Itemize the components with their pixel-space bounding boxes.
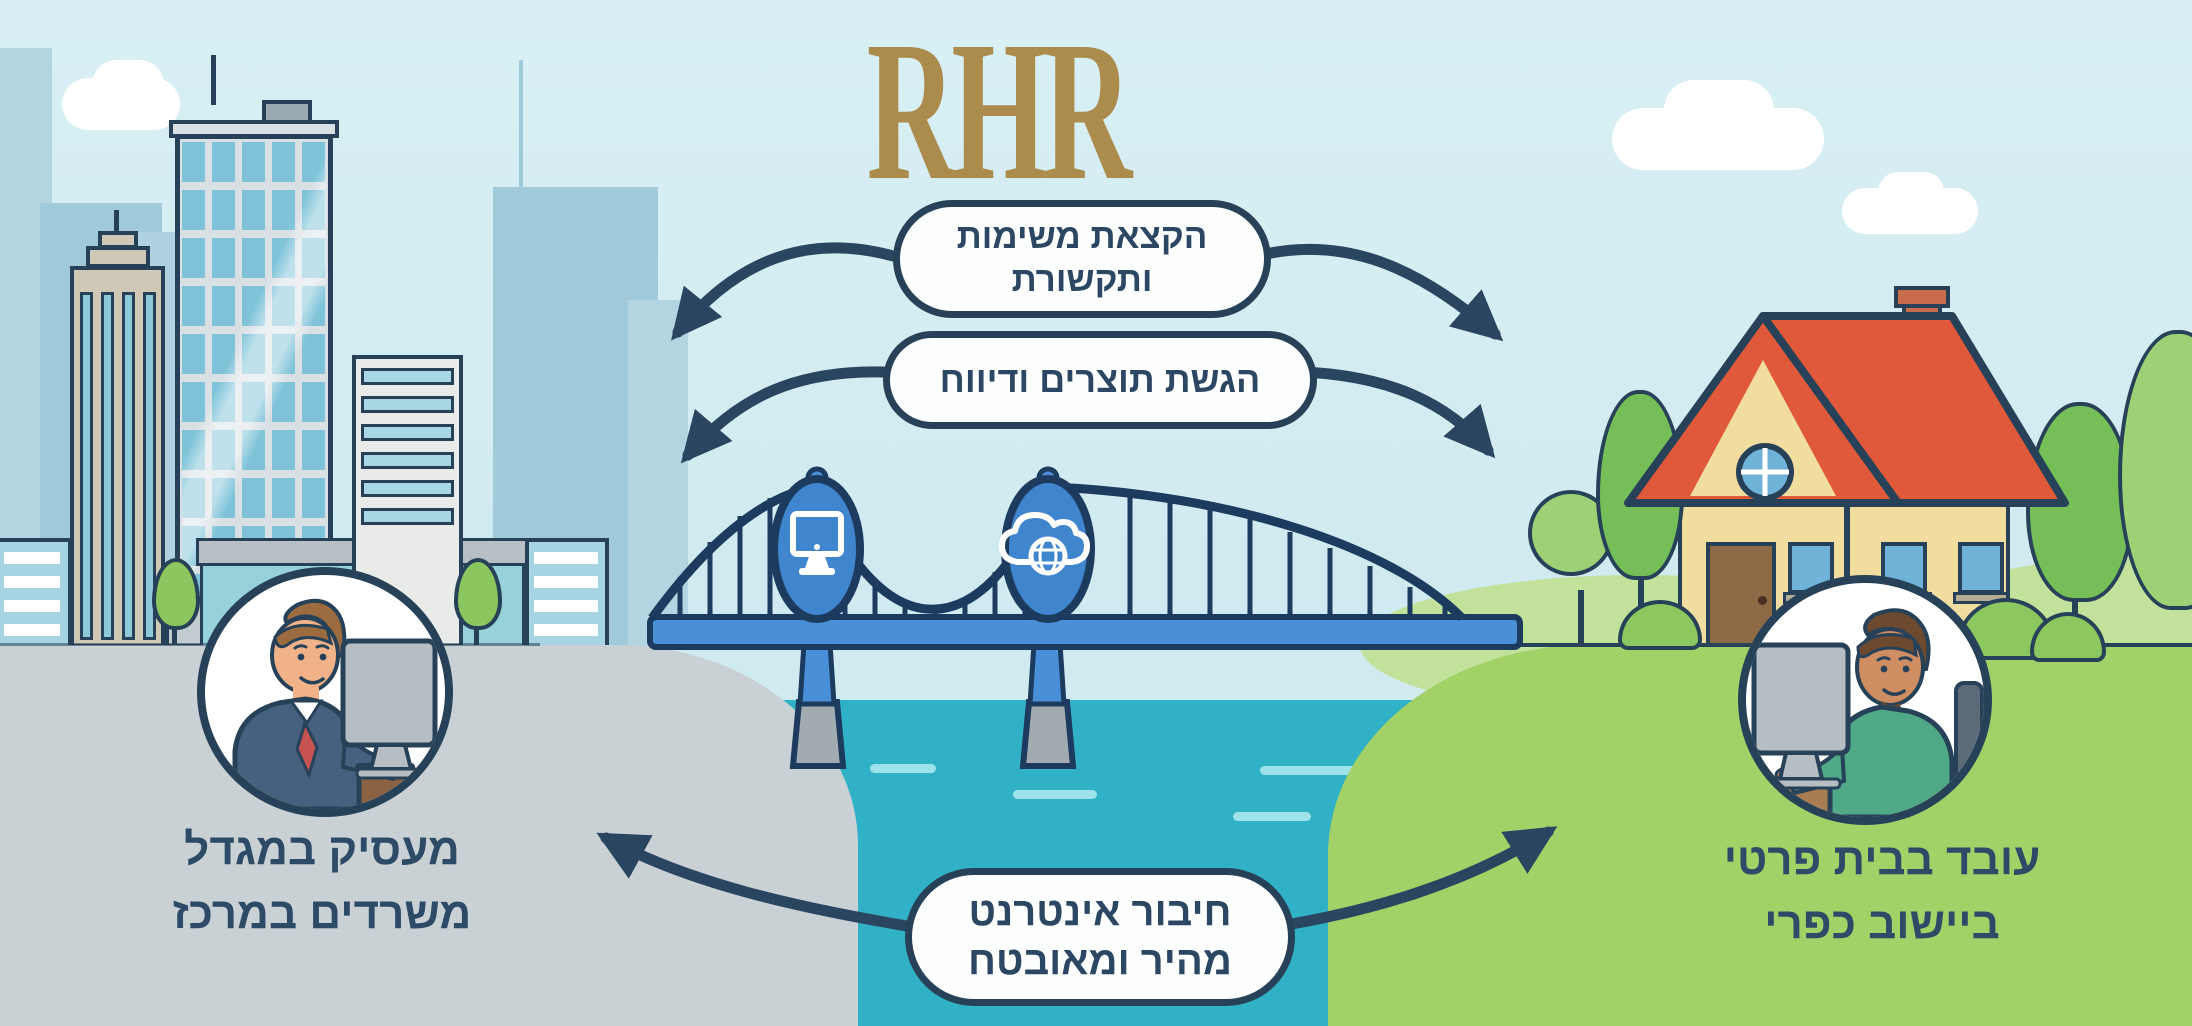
window-band: [361, 368, 454, 385]
water-highlight: [1013, 790, 1097, 799]
pill-deliverables-text: הגשת תוצרים ודיווח: [939, 359, 1261, 401]
window-strip: [143, 292, 156, 640]
pill-internet-connection: חיבור אינטרנט מהיר ומאובטח: [905, 868, 1295, 1006]
city-tree-trunk: [172, 620, 177, 648]
skyline-antenna: [519, 60, 523, 190]
bridge-deck: [647, 614, 1523, 650]
pill-internet-line1: חיבור אינטרנט: [968, 890, 1232, 935]
office-tower-glass: [182, 142, 326, 594]
arrow-deliverables-to-worker: [1297, 366, 1496, 459]
window-band: [534, 624, 598, 636]
worker-label-line2: ביישוב כפרי: [1764, 898, 2000, 948]
tree-trunk: [1578, 590, 1584, 648]
rhr-logo: RHR: [867, 12, 1133, 212]
employer-label-line1: מעסיק במגדל: [184, 825, 460, 874]
bridge-cable: [1051, 482, 1466, 622]
arrow-deliverables-to-employer: [680, 366, 889, 464]
arrow-tasks-to-worker: [1251, 243, 1504, 342]
window-band: [361, 480, 454, 497]
water-highlight: [1233, 812, 1311, 821]
window-band: [4, 576, 60, 588]
cloud: [1878, 172, 1944, 212]
window-band: [4, 600, 60, 612]
window-band: [4, 624, 60, 636]
pill-task-allocation: הקצאת משימות ותקשורת: [893, 200, 1271, 318]
pill-deliverables: הגשת תוצרים ודיווח: [883, 331, 1317, 429]
office-tower-antenna: [211, 55, 216, 105]
employer-label: מעסיק במגדל משרדים במרכז: [112, 818, 532, 946]
city-tree: [152, 558, 200, 630]
pill-internet-line2: מהיר ומאובטח: [968, 939, 1232, 983]
window-band: [534, 552, 598, 564]
window-band: [4, 552, 60, 564]
water-highlight: [1260, 766, 1364, 775]
window-band: [534, 576, 598, 588]
window-band: [361, 424, 454, 441]
arrow-tasks-to-employer: [671, 242, 899, 341]
worker-label-line1: עובד בבית פרטי: [1723, 835, 2041, 884]
pill-task-allocation-line1: הקצאת משימות: [956, 217, 1208, 257]
window-strip: [101, 292, 114, 640]
window-band: [361, 396, 454, 413]
employer-avatar: [197, 567, 453, 817]
city-tree: [454, 558, 502, 630]
city-tree-trunk: [474, 620, 479, 648]
window-band: [361, 508, 454, 525]
cloud-globe-icon: [999, 512, 1090, 576]
worker-label: עובד בבית פרטי ביישוב כפרי: [1672, 828, 2092, 956]
cloud: [1664, 80, 1774, 140]
window-band: [361, 452, 454, 469]
employer-label-line2: משרדים במרכז: [172, 888, 472, 938]
monitor-icon: [790, 511, 844, 575]
house-roof: [1624, 312, 2069, 507]
window-band: [534, 600, 598, 612]
window-strip: [122, 292, 135, 640]
beige-building-antenna: [114, 210, 119, 234]
arrow-internet-to-worker: [1274, 826, 1558, 932]
worker-avatar: [1738, 575, 1992, 825]
water-highlight: [870, 764, 936, 773]
rhr-logo-text: RHR: [866, 1, 1133, 222]
window-strip: [80, 292, 93, 640]
tree-trunk: [2072, 560, 2078, 648]
arrow-internet-to-employer: [596, 832, 913, 932]
pill-task-allocation-line2: ותקשורת: [1011, 260, 1153, 299]
cloud: [92, 60, 164, 110]
door-handle: [1758, 596, 1767, 605]
bridge-suspenders: [677, 492, 1448, 620]
